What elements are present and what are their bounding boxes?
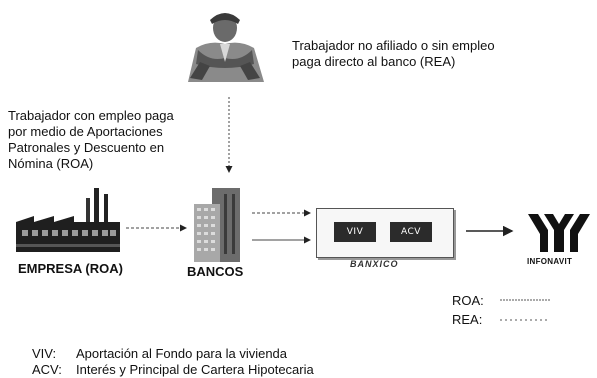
roa-payment-note: Trabajador con empleo paga por medio de …: [8, 108, 174, 171]
acv-box: ACV: [390, 222, 432, 242]
factory-icon: [16, 188, 120, 252]
banks-image: [194, 188, 240, 262]
acv-definition: ACV: Interés y Principal de Cartera Hipot…: [32, 346, 314, 378]
bancos-label: BANCOS: [187, 264, 244, 279]
viv-definition-key: VIV:: [32, 346, 57, 361]
viv-box: VIV: [334, 222, 376, 242]
worker-icon: [188, 13, 264, 82]
viv-definition: VIV: Aportación al Fondo para la vivienda: [32, 330, 287, 362]
acv-definition-key: ACV:: [32, 362, 62, 377]
infonavit-logo-icon: [528, 214, 590, 252]
viv-definition-text: Aportación al Fondo para la vivienda: [76, 346, 288, 361]
acv-definition-text: Interés y Principal de Cartera Hipotecar…: [76, 362, 314, 377]
person-payment-note: Trabajador no afiliado o sin empleo paga…: [292, 38, 495, 69]
flow-arrows: [126, 97, 550, 321]
empresa-label: EMPRESA (ROA): [18, 261, 123, 276]
legend-rea-label: REA:: [452, 312, 483, 327]
bank-buildings-icon: [194, 188, 240, 262]
banxico-label: BANXICO: [350, 259, 399, 269]
legend-roa-label: ROA:: [452, 293, 484, 308]
worker-figure: [188, 13, 264, 82]
infonavit-logo: [528, 214, 590, 252]
factory-image: [16, 188, 120, 252]
infonavit-label: INFONAVIT: [527, 257, 573, 266]
